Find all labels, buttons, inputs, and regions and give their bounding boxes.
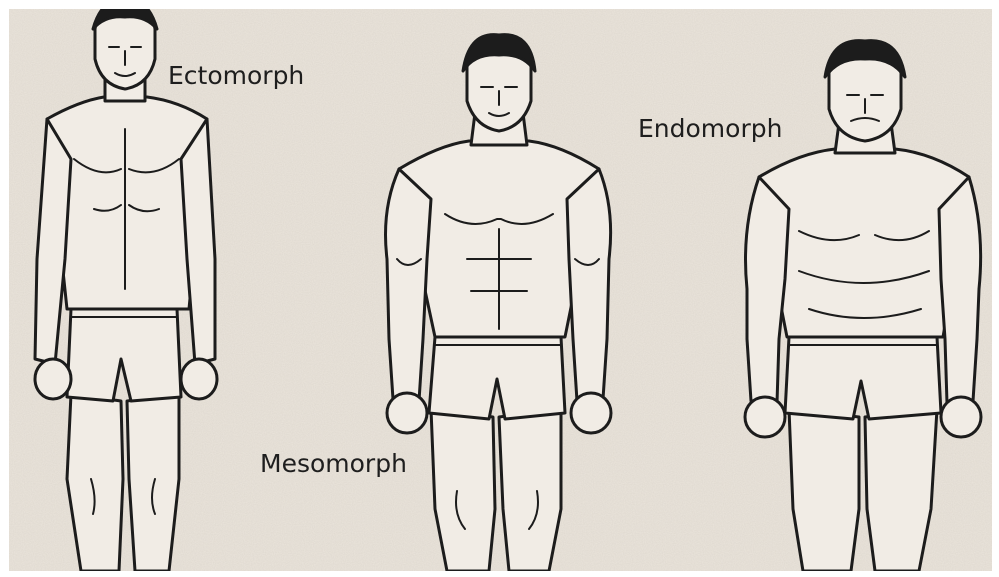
ectomorph-label: Ectomorph: [168, 61, 304, 90]
illustration-frame: Ectomorph Endomorph Mesomorph: [9, 9, 992, 571]
endomorph-label: Endomorph: [638, 114, 782, 143]
body-types-illustration: [9, 9, 992, 571]
mesomorph-label: Mesomorph: [260, 449, 407, 478]
